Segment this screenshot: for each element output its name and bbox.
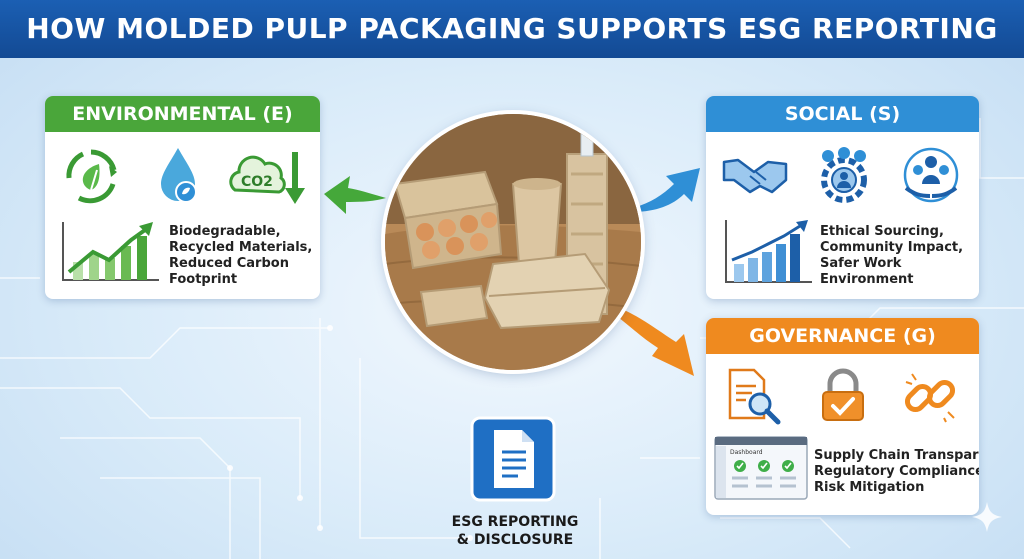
padlock-check-icon (822, 368, 864, 421)
governance-line: Regulatory Compliance, (814, 464, 979, 479)
esg-line: ESG REPORTING (451, 514, 579, 530)
environmental-card-title: ENVIRONMENTAL (E) (45, 96, 320, 132)
page-title: HOW MOLDED PULP PACKAGING SUPPORTS ESG R… (26, 12, 998, 45)
esg-reporting-label: ESG REPORTING & DISCLOSURE (420, 513, 610, 549)
environmental-description: Biodegradable, Recycled Materials, Reduc… (169, 224, 312, 288)
environmental-line: Footprint (169, 272, 238, 287)
environmental-line: Reduced Carbon (169, 256, 289, 271)
dashboard-label: Dashboard (730, 449, 763, 456)
social-card-title: SOCIAL (S) (706, 96, 979, 132)
community-icon (903, 147, 959, 203)
recycle-leaf-icon (66, 149, 117, 204)
social-card: SOCIAL (S) Ethical Sourcing, Community I… (706, 96, 979, 299)
governance-line: Supply Chain Transparency, (814, 448, 979, 463)
growth-chart-icon (62, 222, 159, 281)
dashboard-icon: Dashboard (714, 436, 808, 500)
co2-label: CO2 (241, 174, 273, 190)
co2-down-icon: CO2 (229, 152, 305, 204)
molded-pulp-packaging-photo (385, 114, 641, 370)
title-banner (0, 0, 1024, 58)
document-search-icon (728, 368, 781, 425)
environmental-line: Recycled Materials, (169, 240, 313, 255)
social-line: Ethical Sourcing, (820, 224, 944, 239)
social-line: Environment (820, 272, 914, 287)
social-line: Community Impact, (820, 240, 964, 255)
chain-link-icon (904, 373, 956, 423)
report-document-icon[interactable] (470, 416, 556, 502)
environmental-card: ENVIRONMENTAL (E) CO2 Biodegradable, Rec… (45, 96, 320, 299)
packaging-illustration (385, 114, 641, 370)
social-description: Ethical Sourcing, Community Impact, Safe… (820, 224, 963, 288)
arrow-to-environmental-icon (324, 176, 386, 214)
arrow-to-social-icon (632, 168, 700, 212)
team-gear-icon (821, 147, 867, 203)
handshake-icon (722, 158, 788, 194)
bar-chart-icon (725, 220, 812, 283)
governance-line: Risk Mitigation (814, 480, 925, 495)
sparkle-icon (972, 502, 1002, 532)
esg-line: & DISCLOSURE (456, 532, 574, 548)
governance-description: Supply Chain Transparency, Regulatory Co… (814, 448, 979, 496)
social-line: Safer Work (820, 256, 902, 271)
environmental-line: Biodegradable, (169, 224, 281, 239)
governance-card-title: GOVERNANCE (G) (706, 318, 979, 354)
governance-card: GOVERNANCE (G) Dashboard Supply Chain Tr… (706, 318, 979, 515)
water-drop-icon (161, 148, 197, 203)
arrow-to-governance-icon (614, 310, 694, 376)
